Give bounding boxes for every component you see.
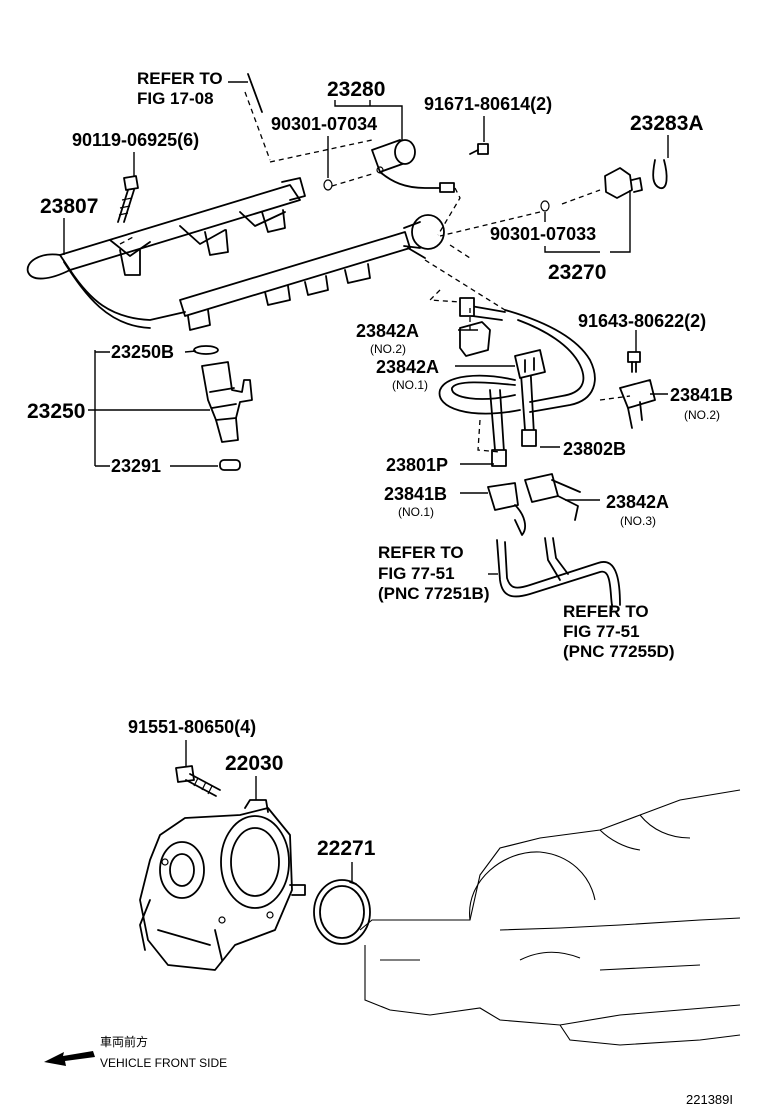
label-no3: (NO.3): [620, 514, 656, 528]
label-23250B: 23250B: [111, 342, 174, 362]
label-23283A: 23283A: [630, 112, 704, 135]
refer-top-line2: FIG 17-08: [137, 89, 214, 108]
fuel-injector: [193, 345, 253, 471]
refer-right-line3: (PNC 77255D): [563, 642, 675, 661]
label-23841B-no1: 23841B: [384, 484, 447, 504]
assembly-dash-lines: [119, 91, 631, 453]
fuel-hose-connector: [604, 159, 668, 199]
reference-pipe-top: [247, 73, 263, 113]
label-90119-06925: 90119-06925(6): [72, 130, 199, 150]
fuel-delivery-pipe: [26, 177, 445, 331]
label-no2-a: (NO.2): [370, 342, 406, 356]
leader-lines: [63, 81, 669, 882]
label-22271: 22271: [317, 837, 376, 860]
label-23842A-no1: 23842A: [376, 357, 439, 377]
refer-mid-line3: (PNC 77251B): [378, 584, 490, 603]
refer-mid-line1: REFER TO: [378, 543, 464, 562]
throttle-gasket: [313, 879, 371, 945]
clamp-23842A-no3: [524, 473, 581, 521]
bolt-91671: [469, 143, 489, 155]
intake-manifold: [359, 789, 741, 1046]
fuel-tube-lines: [496, 537, 621, 606]
label-90301-07033: 90301-07033: [490, 224, 596, 244]
refer-top-line1: REFER TO: [137, 69, 223, 88]
label-23802B: 23802B: [563, 439, 626, 459]
label-no1-b: (NO.1): [398, 505, 434, 519]
front-label-jp: 車両前方: [100, 1034, 148, 1049]
bolt-90119: [117, 175, 139, 223]
label-23842A-no2: 23842A: [356, 321, 419, 341]
refer-right-line1: REFER TO: [563, 602, 649, 621]
label-23841B-no2: 23841B: [670, 385, 733, 405]
figure-id: 221389I: [686, 1092, 733, 1107]
label-23291: 23291: [111, 456, 161, 476]
clamp-23842A-no2: [459, 321, 491, 357]
label-22030: 22030: [225, 752, 283, 775]
label-91551-80650: 91551-80650(4): [128, 717, 256, 737]
label-23801P: 23801P: [386, 455, 448, 475]
front-label-en: VEHICLE FRONT SIDE: [100, 1056, 227, 1070]
label-91643-80622: 91643-80622(2): [578, 311, 706, 331]
label-23807: 23807: [40, 195, 98, 218]
label-23842A-no3: 23842A: [606, 492, 669, 512]
clamp-23841B-no2: [619, 379, 656, 429]
part-labels: REFER TO FIG 17-08 23280 90301-07034 916…: [27, 69, 733, 1107]
o-ring-90301-07034: [323, 179, 333, 191]
refer-mid-line2: FIG 77-51: [378, 564, 455, 583]
refer-right-line2: FIG 77-51: [563, 622, 640, 641]
clamp-23842A-no1: [514, 349, 546, 379]
label-23270: 23270: [548, 261, 606, 284]
clamp-23841B-no1: [487, 482, 526, 536]
o-ring-90301-07033: [540, 200, 550, 212]
throttle-body: [139, 799, 306, 971]
label-no1-a: (NO.1): [392, 378, 428, 392]
label-23250: 23250: [27, 400, 85, 423]
label-91671-80614: 91671-80614(2): [424, 94, 552, 114]
bolt-91643: [627, 351, 641, 373]
arrow-left-down-icon: [44, 1051, 95, 1066]
pressure-regulator: [371, 139, 455, 193]
label-90301-07034: 90301-07034: [271, 114, 377, 134]
label-23280: 23280: [327, 78, 385, 101]
bolt-91551: [175, 765, 221, 797]
label-no2-b: (NO.2): [684, 408, 720, 422]
